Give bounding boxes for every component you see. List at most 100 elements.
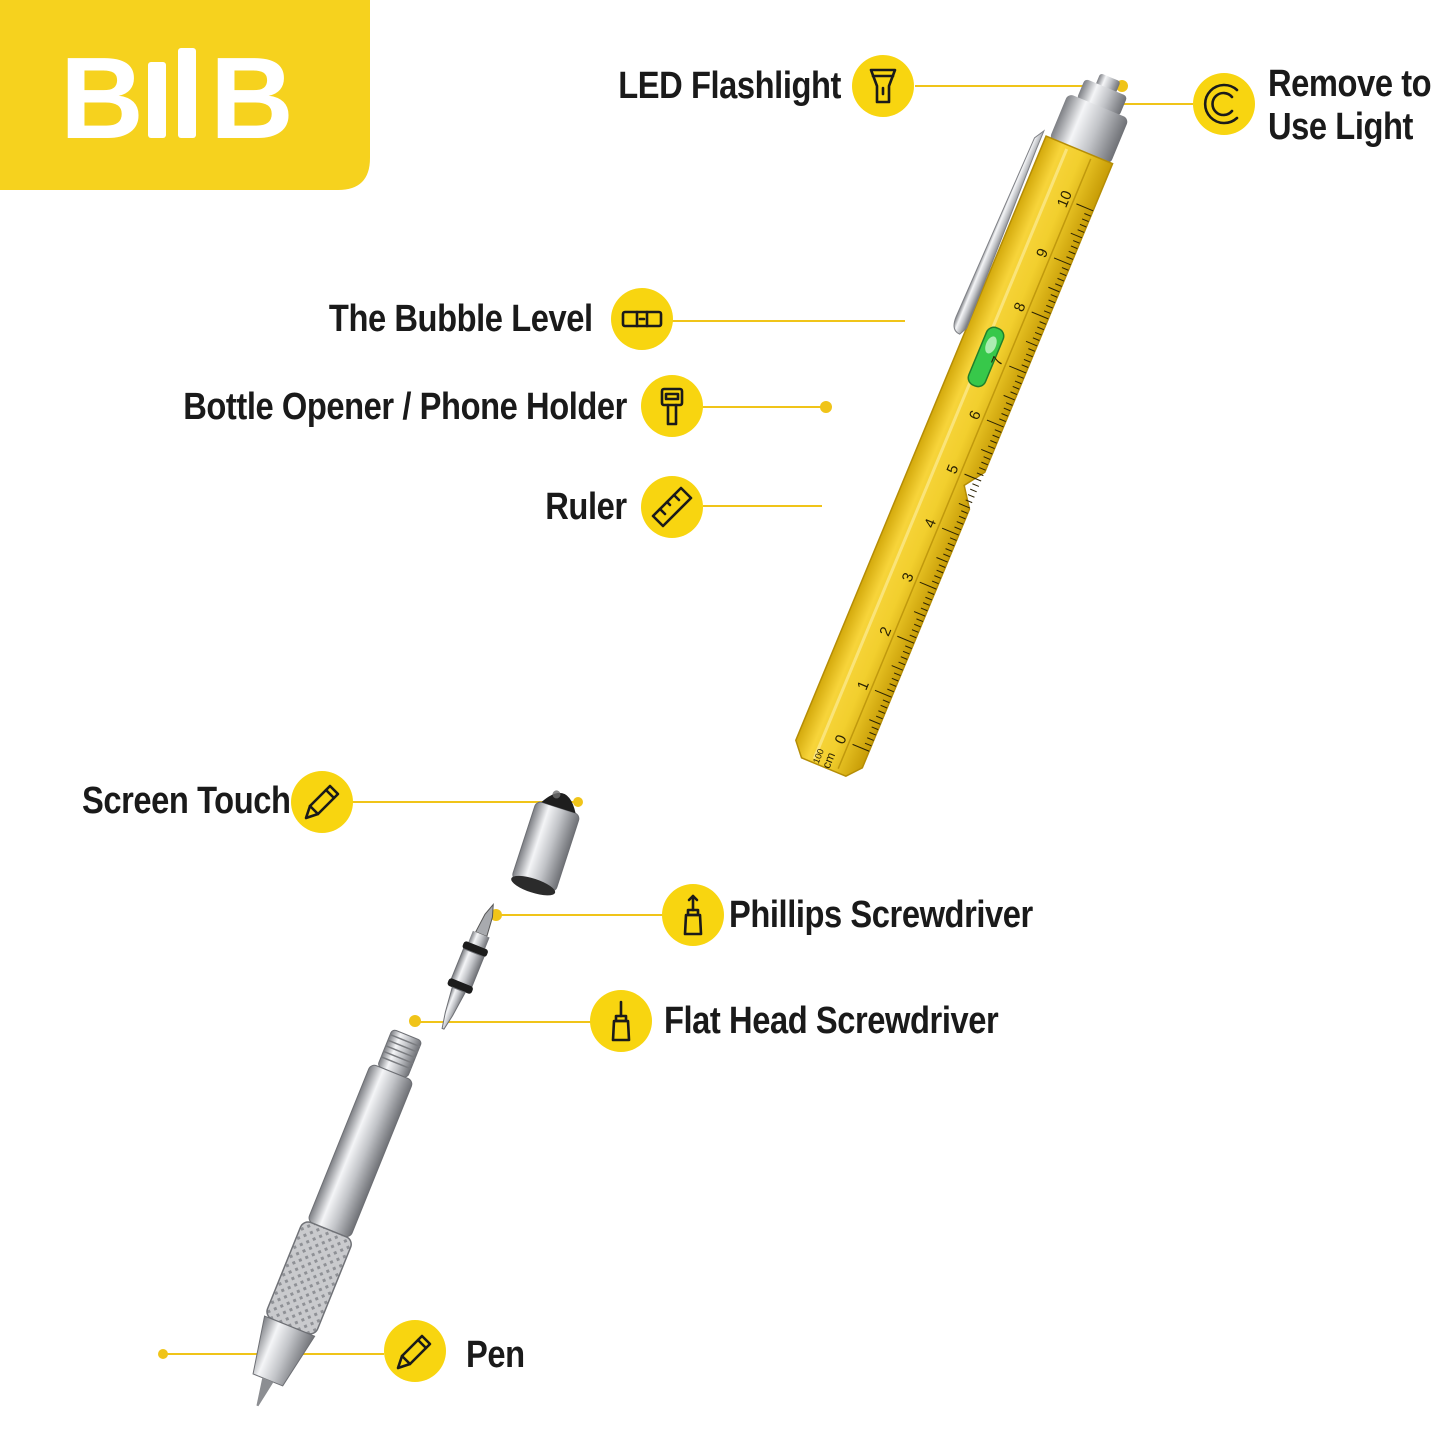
ruler-tick: [875, 715, 883, 720]
label-led-flashlight: LED Flashlight: [618, 65, 841, 107]
ruler-tick: [1077, 229, 1085, 233]
ruler-tick: [852, 743, 870, 752]
ruler-tick: [913, 611, 926, 617]
ruler-tick: [1023, 358, 1031, 363]
ruler-tick: [1037, 326, 1045, 331]
ruler-tick: [902, 650, 910, 655]
ruler-tick: [919, 581, 937, 590]
ruler-tick: [898, 661, 906, 666]
ruler-tick: [1005, 402, 1013, 406]
ruler-tick: [874, 689, 892, 698]
ruler-tick: [1039, 321, 1047, 325]
ruler-tick: [1050, 294, 1058, 298]
label-ruler: Ruler: [545, 486, 628, 528]
ruler-tick: [949, 537, 957, 541]
brand-logo: B B: [60, 33, 294, 163]
ruler-tick: [1070, 245, 1078, 250]
ruler-tick: [934, 575, 942, 579]
ruler-tick: [1048, 299, 1056, 304]
ruler-tick: [897, 635, 915, 644]
stylus-cap: [511, 790, 580, 896]
flashlight-cap: [1077, 79, 1127, 116]
ruler-tick: [1017, 375, 1024, 379]
ruler-tick: [978, 467, 986, 471]
ruler-tick: [922, 602, 930, 606]
ruler-tick: [1061, 267, 1069, 271]
pen-icon: [396, 1334, 432, 1370]
phillips-screwdriver-icon: [683, 894, 703, 936]
ruler-tick: [972, 483, 980, 487]
ruler-tick: [882, 699, 890, 704]
ruler-tick: [869, 731, 877, 736]
ruler-tick: [981, 448, 993, 455]
ruler-tick: [954, 526, 962, 531]
ruler-tick: [889, 683, 897, 687]
flat-screwdriver-icon: [611, 1000, 631, 1042]
label-remove-to-use-light: Remove to Use Light: [1268, 63, 1432, 149]
level-icon: [621, 310, 663, 328]
ruler-tick: [1010, 391, 1018, 396]
ruler-tick: [1070, 232, 1083, 239]
ruler-tick: [900, 656, 908, 660]
logo-bar-1: [148, 62, 166, 138]
ruler-tick: [1059, 272, 1067, 277]
ruler-tick: [905, 645, 912, 650]
ruler-tick: [1031, 311, 1049, 320]
ruler-tick: [958, 515, 966, 520]
ruler-tick: [1053, 257, 1071, 266]
ruler-tick: [891, 677, 899, 682]
label-remove-line2: Use Light: [1268, 106, 1414, 148]
yellow-barrel: [795, 135, 1114, 778]
ruler-number: 10: [1054, 188, 1076, 210]
flashlight-icon: [869, 68, 897, 104]
ruler-tick: [1021, 364, 1029, 368]
pen-lower-barrel: [252, 1029, 422, 1407]
ruler-tick: [1076, 203, 1094, 212]
ruler-tick: [999, 418, 1006, 423]
logo-letter-b1: B: [60, 33, 144, 163]
ruler-tick: [967, 494, 975, 498]
ruler-tick: [1003, 394, 1015, 401]
ruler-tick: [965, 499, 973, 504]
ruler-tick: [976, 472, 984, 477]
ruler-tick: [1003, 407, 1011, 412]
ruler-tick: [1079, 223, 1087, 228]
ruler-tick: [911, 629, 919, 633]
ruler-tick: [1028, 348, 1036, 352]
ruler-tick: [936, 569, 944, 574]
ruler-tick: [867, 737, 874, 741]
label-screen-touch: Screen Touch: [82, 780, 291, 822]
ruler-tick: [1048, 286, 1060, 293]
ruler-tick: [1032, 337, 1040, 341]
ruler-tick: [947, 542, 955, 547]
logo-letter-b2: B: [210, 33, 294, 163]
ruler-tick: [970, 488, 977, 493]
ruler-tick: [887, 688, 895, 693]
ruler-tick: [869, 719, 881, 725]
ruler-tick: [956, 521, 964, 525]
ruler-tick: [1025, 353, 1033, 358]
stylus-icon: [304, 784, 340, 820]
screwdriver-bit: [441, 903, 494, 1030]
ruler-tick: [1043, 310, 1051, 314]
ruler-tick: [1057, 277, 1065, 282]
ruler-tick: [1066, 256, 1074, 260]
bottle-opener-icon: [660, 387, 684, 426]
ruler-tick: [1068, 250, 1076, 255]
label-bottle-opener: Bottle Opener / Phone Holder: [183, 386, 627, 428]
ruler-tick: [994, 429, 1002, 433]
ruler-tick: [891, 665, 903, 671]
ruler-tick: [986, 419, 1004, 428]
ruler-tick: [987, 445, 995, 450]
ruler-tick: [1012, 385, 1020, 390]
ruler-tick: [964, 473, 982, 482]
ruler-tick: [931, 580, 939, 585]
ruler-tick: [1081, 218, 1089, 223]
label-bubble-level: The Bubble Level: [329, 298, 593, 340]
ruler-tick: [893, 672, 901, 677]
ruler-tick: [961, 510, 968, 514]
ruler-tick: [909, 634, 917, 639]
ruler-tick: [927, 591, 935, 595]
ruler-scale: [852, 203, 1094, 752]
